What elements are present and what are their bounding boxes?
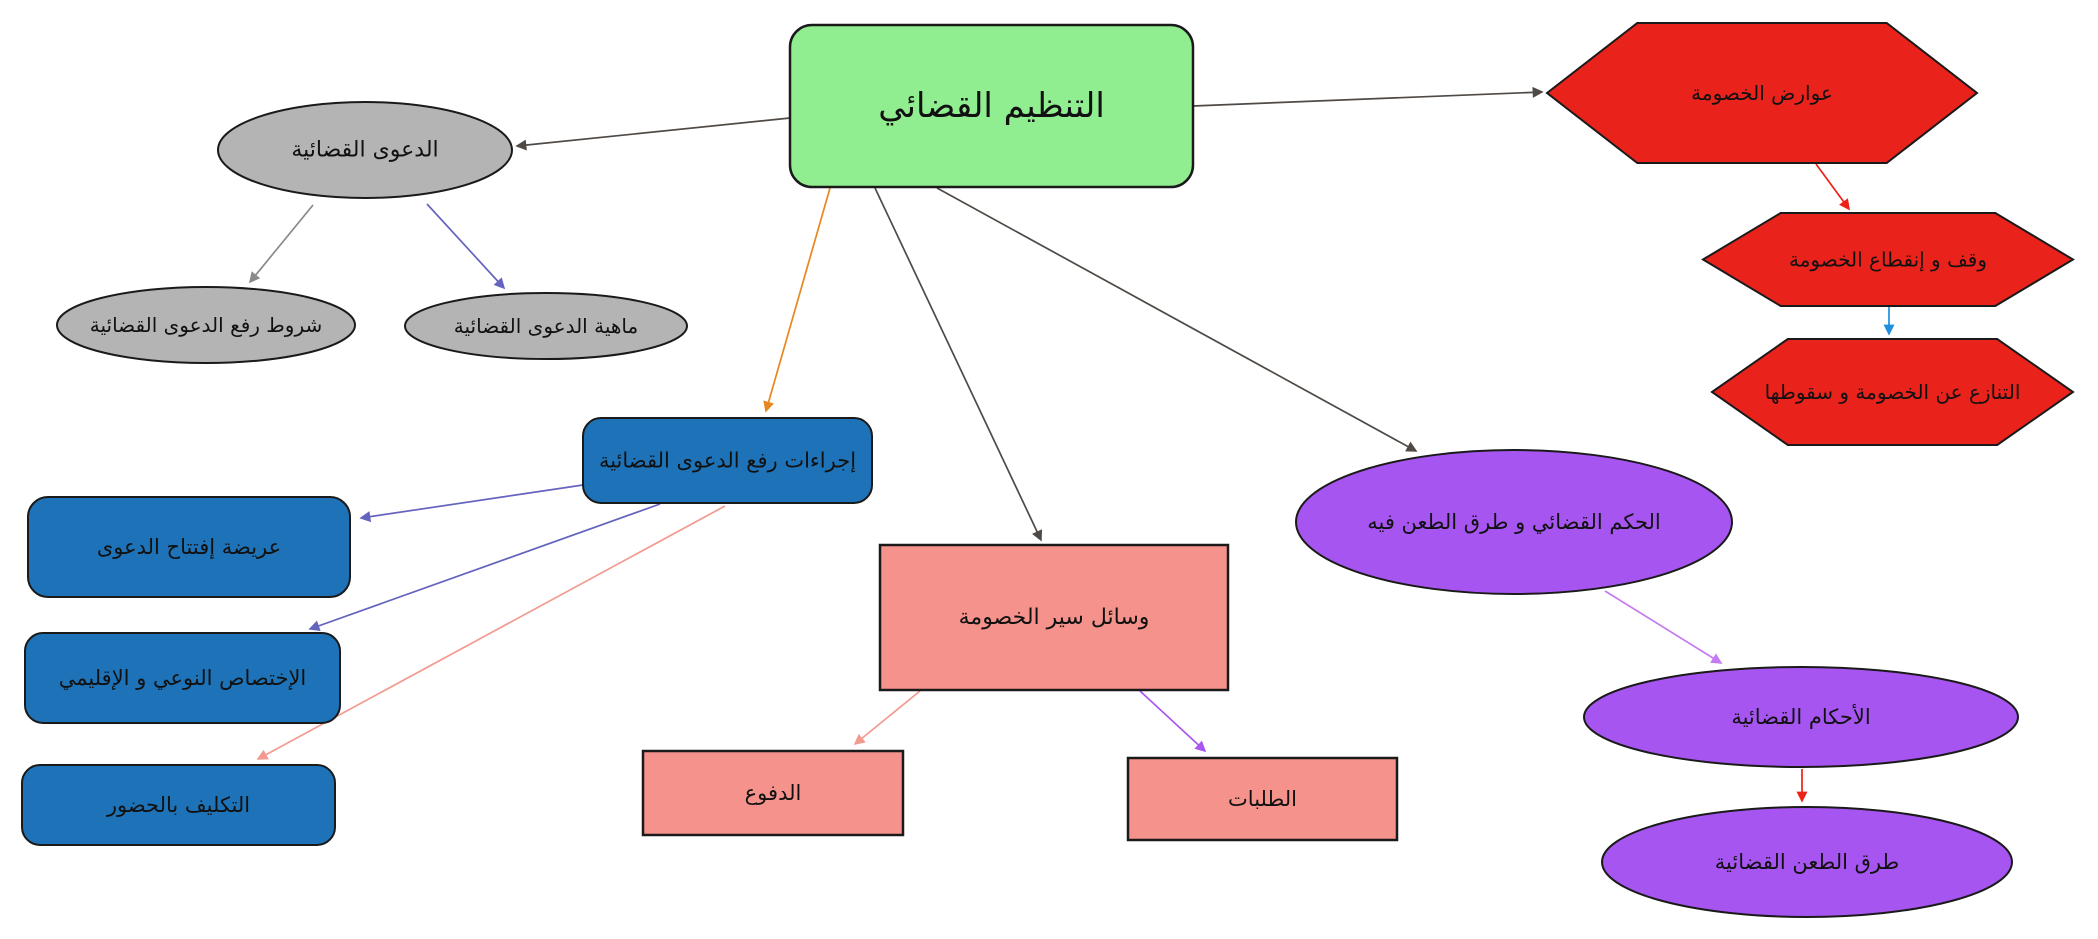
node-label-talabat: الطلبات: [1228, 787, 1297, 811]
node-label-tanazu: التنازع عن الخصومة و سقوطها: [1765, 380, 2021, 404]
edge-wasail-talabat: [1139, 690, 1207, 753]
ahkam-shape: [1583, 666, 2019, 768]
node-label-taklif: التكليف بالحضور: [106, 793, 250, 817]
node-label-daawa: الدعوى القضائية: [291, 138, 438, 163]
node-label-root: التنظيم القضائي: [878, 86, 1105, 126]
wasail-shape: [878, 543, 1230, 692]
edge-ijraat-arida: [359, 484, 584, 523]
node-label-ikhtisas: الإختصاص النوعي و الإقليمي: [59, 666, 307, 690]
node-label-dofou: الدفوع: [745, 781, 802, 805]
node-wasail[interactable]: وسائل سير الخصومة: [878, 543, 1230, 692]
node-label-awarid: عوارض الخصومة: [1691, 81, 1833, 105]
node-label-shorout: شروط رفع الدعوى القضائية: [90, 313, 322, 337]
edge-root-awarid: [1192, 86, 1544, 107]
node-taklif[interactable]: التكليف بالحضور: [21, 764, 336, 846]
node-root[interactable]: التنظيم القضائي: [788, 23, 1195, 189]
node-waqf[interactable]: وقف و إنقطاع الخصومة: [1701, 212, 2075, 307]
node-arida[interactable]: عريضة إفتتاح الدعوى: [27, 496, 351, 598]
node-label-ijraat: إجراءات رفع الدعوى القضائية: [599, 449, 856, 474]
node-label-waqf: وقف و إنقطاع الخصومة: [1789, 248, 1987, 273]
hokm-shape: [1295, 449, 1733, 595]
node-mahia[interactable]: ماهية الدعوى القضائية: [404, 292, 688, 360]
edge-root-daawa: [515, 117, 791, 151]
ikhtisas-shape: [24, 632, 341, 724]
ijraat-shape: [582, 417, 873, 504]
node-label-mahia: ماهية الدعوى القضائية: [454, 314, 638, 338]
edge-daawa-shorout: [248, 204, 314, 284]
mahia-shape: [404, 292, 688, 360]
node-hokm[interactable]: الحكم القضائي و طرق الطعن فيه: [1295, 449, 1733, 595]
node-torok[interactable]: طرق الطعن القضائية: [1601, 806, 2013, 918]
edge-wasail-dofou: [853, 690, 921, 746]
edge-daawa-mahia: [426, 203, 506, 290]
edge-ijraat-ikhtisas: [308, 503, 661, 632]
daawa-shape: [217, 101, 513, 199]
node-dofou[interactable]: الدفوع: [641, 749, 905, 837]
arida-shape: [27, 496, 351, 598]
waqf-shape: [1701, 212, 2075, 307]
node-awarid[interactable]: عوارض الخصومة: [1545, 22, 1979, 164]
node-label-ahkam: الأحكام القضائية: [1731, 704, 1870, 729]
edge-awarid-waqf: [1815, 163, 1850, 211]
torok-shape: [1601, 806, 2013, 918]
node-talabat[interactable]: الطلبات: [1126, 756, 1399, 842]
node-shorout[interactable]: شروط رفع الدعوى القضائية: [56, 286, 356, 364]
node-ahkam[interactable]: الأحكام القضائية: [1583, 666, 2019, 768]
edge-hokm-ahkam: [1604, 590, 1723, 664]
edge-root-hokm: [936, 187, 1418, 452]
taklif-shape: [21, 764, 336, 846]
node-tanazu[interactable]: التنازع عن الخصومة و سقوطها: [1710, 338, 2075, 446]
root-shape: [788, 23, 1195, 189]
tanazu-shape: [1710, 338, 2075, 446]
edge-root-ijraat: [763, 187, 831, 413]
node-label-arida: عريضة إفتتاح الدعوى: [97, 535, 281, 560]
dofou-shape: [641, 749, 905, 837]
shorout-shape: [56, 286, 356, 364]
node-daawa[interactable]: الدعوى القضائية: [217, 101, 513, 199]
node-ikhtisas[interactable]: الإختصاص النوعي و الإقليمي: [24, 632, 341, 724]
node-label-hokm: الحكم القضائي و طرق الطعن فيه: [1367, 510, 1661, 535]
node-label-wasail: وسائل سير الخصومة: [959, 605, 1150, 630]
edge-root-wasail: [874, 187, 1042, 542]
node-label-torok: طرق الطعن القضائية: [1715, 850, 1899, 874]
talabat-shape: [1126, 756, 1399, 842]
node-ijraat[interactable]: إجراءات رفع الدعوى القضائية: [582, 417, 873, 504]
awarid-shape: [1545, 22, 1979, 164]
